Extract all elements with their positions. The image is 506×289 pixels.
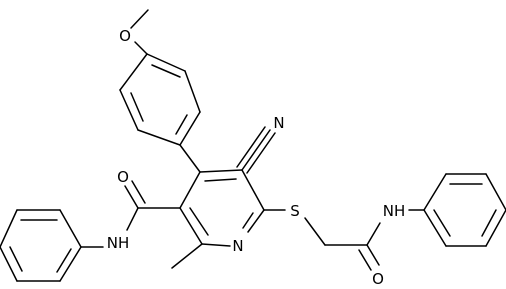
thioether-linker xyxy=(263,209,425,271)
left-phenyl-ring xyxy=(0,209,104,282)
left-carbonyl-oxygen-label: O xyxy=(117,168,129,186)
methoxyphenyl-ring xyxy=(119,53,201,146)
right-carbonyl-oxygen-label: O xyxy=(372,270,384,288)
right-amide-nh-label: NH xyxy=(383,202,406,220)
methoxy-group xyxy=(130,9,149,55)
left-amide-nh-label: NH xyxy=(107,234,130,252)
nitrile-nitrogen-label: N xyxy=(273,114,284,132)
nitrile-group xyxy=(236,126,276,174)
right-phenyl-ring xyxy=(423,173,506,247)
left-amide-group xyxy=(124,180,181,231)
pyridine-nitrogen-label: N xyxy=(232,237,243,255)
sulfur-label: S xyxy=(290,202,300,220)
pyridine-ring xyxy=(171,144,265,269)
methoxy-oxygen-label: O xyxy=(119,27,131,45)
